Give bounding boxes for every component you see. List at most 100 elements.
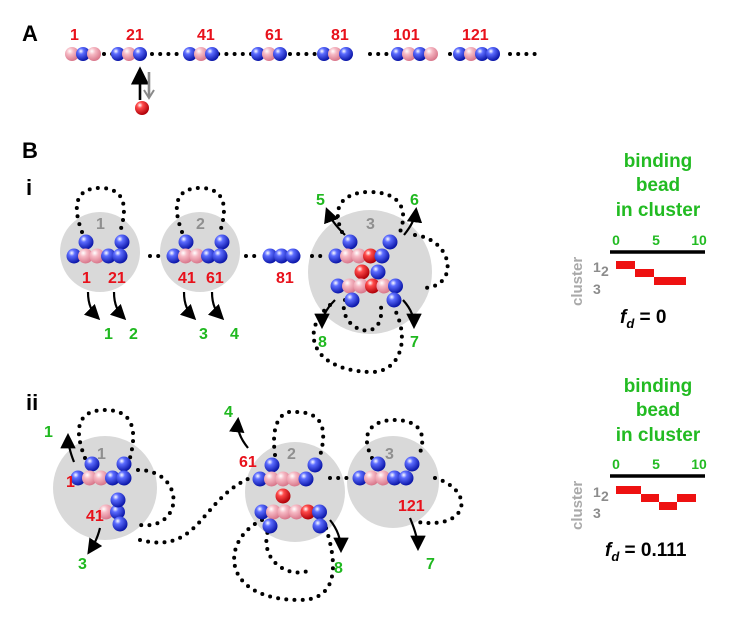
green-label-1: 1 [104, 326, 113, 343]
blue-bead [101, 248, 116, 264]
bead-label-101: 101 [393, 27, 420, 44]
blue-bead [344, 292, 360, 308]
panel-b-ii: ii 1 2 3 1 41 61 121 [26, 376, 707, 603]
red-label-41: 41 [86, 508, 104, 525]
loop-3-top [364, 417, 425, 460]
blue-bead [312, 504, 327, 520]
blue-bead [116, 456, 132, 472]
blue-bead [298, 471, 314, 487]
blue-bead [111, 47, 125, 61]
blue-bead [76, 47, 90, 61]
blue-bead [404, 456, 420, 472]
blue-bead [114, 234, 130, 250]
blue-bead [330, 278, 346, 294]
green-label-4: 4 [224, 404, 233, 421]
blue-bead [386, 292, 402, 308]
y-axis-label: cluster [569, 481, 586, 530]
blue-bead [212, 248, 228, 264]
loop-1-right [136, 468, 176, 528]
loop-1 [74, 185, 126, 234]
blue-bead [370, 264, 386, 280]
pink-bead [375, 470, 391, 486]
bar-cluster-2-b [677, 494, 696, 502]
side-title-line-3: in cluster [616, 425, 701, 446]
red-label-61: 61 [239, 454, 257, 471]
blue-bead [262, 518, 278, 534]
panel-b: B i 1 2 3 1 21 41 61 81 [22, 138, 707, 603]
cluster-id-3: 3 [593, 505, 601, 521]
pink-bead [262, 47, 276, 61]
pink-bead [289, 504, 304, 520]
pink-bead [178, 248, 193, 264]
side-title-line-3: in cluster [616, 200, 701, 221]
bead-label-121: 121 [462, 27, 489, 44]
blue-bead [214, 234, 230, 250]
sub-ii-letter: ii [26, 390, 38, 415]
blue-bead [133, 47, 147, 61]
fd-symbol: f [620, 307, 628, 328]
red-bead [275, 488, 291, 504]
red-label-61: 61 [206, 270, 224, 287]
blue-bead [285, 248, 301, 264]
pink-bead [82, 470, 97, 486]
fd-value: = 0.111 [619, 540, 687, 561]
bead-label-21: 21 [126, 27, 144, 44]
green-label-5: 5 [316, 192, 325, 209]
pink-bead [402, 47, 416, 61]
side-title-line-2: bead [636, 400, 680, 421]
green-label-6: 6 [410, 192, 419, 209]
pink-bead [364, 470, 379, 486]
axis-tick-5: 5 [652, 456, 660, 472]
axis-tick-10: 10 [691, 456, 707, 472]
bar-cluster-2 [635, 269, 654, 277]
panel-a: A 1 21 41 61 81 101 121 [22, 21, 542, 115]
cluster-id-3: 3 [593, 281, 601, 297]
green-label-4: 4 [230, 326, 239, 343]
blue-bead [274, 248, 289, 264]
binder-arrow-5 [324, 207, 346, 236]
blue-bead [166, 248, 182, 264]
pink-bead [189, 248, 205, 264]
sub-ii-binding-chart: binding bead in cluster 0 5 10 cluster 1… [569, 376, 707, 564]
blue-bead [110, 504, 125, 520]
blue-bead [105, 470, 120, 486]
sub-i-beads [66, 234, 403, 308]
bead-label-41: 41 [197, 27, 215, 44]
sub-i-binding-chart: binding bead in cluster 0 5 10 cluster 1… [569, 151, 707, 331]
green-label-1: 1 [44, 424, 53, 441]
blue-bead [486, 47, 500, 61]
cluster-id-2: 2 [601, 488, 609, 504]
blue-bead [251, 47, 265, 61]
side-title-line-1: binding [624, 151, 693, 172]
blue-bead [413, 47, 427, 61]
bead-label-61: 61 [265, 27, 283, 44]
binder-arrow-7 [402, 299, 422, 330]
binder-arrow-7 [408, 517, 426, 552]
loop-2-inner [264, 523, 312, 575]
green-label-2: 2 [129, 326, 138, 343]
pink-bead [264, 471, 279, 487]
blue-bead [205, 47, 219, 61]
blue-bead [201, 248, 216, 264]
bar-cluster-3 [659, 502, 677, 510]
red-bead [300, 504, 316, 520]
linker-1-2 [138, 476, 252, 545]
pink-bead [328, 47, 342, 61]
pink-bead [287, 471, 302, 487]
binder-arrow-2 [109, 291, 127, 321]
pink-bead [376, 278, 392, 294]
fd-subscript: d [611, 549, 620, 564]
bead-label-1: 1 [70, 27, 79, 44]
blue-bead [339, 47, 353, 61]
pink-bead [342, 278, 357, 294]
pink-bead [122, 47, 136, 61]
loop-3-inner [341, 298, 384, 333]
cluster-2-number: 2 [196, 216, 205, 233]
green-label-8: 8 [334, 560, 343, 577]
cluster-3-number: 3 [385, 446, 394, 463]
blue-bead [273, 47, 287, 61]
pink-bead [98, 504, 114, 520]
cluster-2-number: 2 [287, 446, 296, 463]
blue-bead [78, 234, 94, 250]
blue-bead [254, 504, 270, 520]
